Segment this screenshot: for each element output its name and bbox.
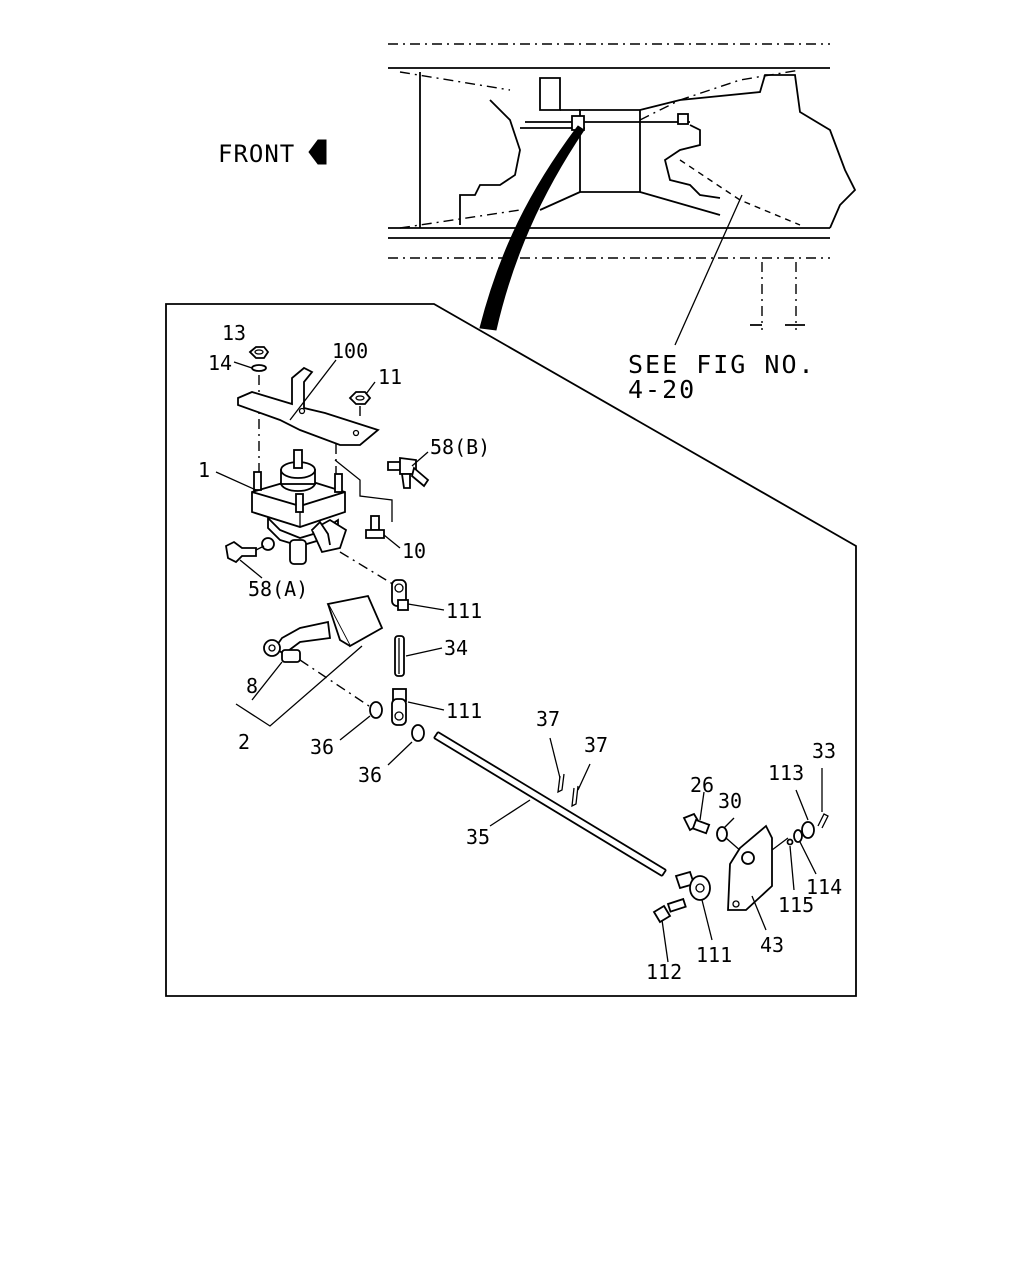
front-arrow-icon bbox=[308, 139, 327, 165]
callout-58a: 58(A) bbox=[248, 577, 308, 601]
part-58a-fitting bbox=[225, 540, 257, 564]
callouts: 13 14 100 11 58(B) 1 10 58(A) 111 34 8 1… bbox=[198, 321, 842, 984]
callout-37-b: 37 bbox=[584, 733, 608, 757]
part-36-washer-b bbox=[411, 724, 425, 742]
callout-114: 114 bbox=[806, 875, 842, 899]
detail-frame bbox=[165, 303, 857, 997]
part-100-bracket bbox=[237, 366, 380, 446]
part-111-right bbox=[674, 870, 711, 901]
callout-100: 100 bbox=[332, 339, 368, 363]
part-26-bolt bbox=[682, 812, 711, 835]
callout-35: 35 bbox=[466, 825, 490, 849]
part-35-rod bbox=[433, 731, 667, 877]
leader-lines bbox=[215, 359, 823, 963]
part-111-upper bbox=[391, 579, 409, 611]
callout-115: 115 bbox=[778, 893, 814, 917]
callout-37-a: 37 bbox=[536, 707, 560, 731]
frame-overview bbox=[388, 43, 857, 346]
see-figure-line1: SEE FIG NO. bbox=[628, 350, 816, 379]
part-58b-fitting bbox=[387, 456, 430, 489]
callout-30: 30 bbox=[718, 789, 742, 813]
part-36-washer-a bbox=[369, 701, 383, 719]
callout-111-upper: 111 bbox=[446, 599, 482, 623]
part-111-lower bbox=[391, 688, 407, 726]
part-2-lever-assembly bbox=[263, 594, 384, 663]
part-37-pin-a bbox=[557, 773, 565, 794]
part-14-washer bbox=[251, 364, 267, 372]
part-1-valve bbox=[251, 449, 348, 565]
part-112-bolt bbox=[652, 897, 687, 924]
part-43-bracket bbox=[727, 824, 773, 911]
callout-113: 113 bbox=[768, 761, 804, 785]
callout-33: 33 bbox=[812, 739, 836, 763]
part-10-bolt bbox=[365, 515, 385, 539]
callout-13: 13 bbox=[222, 321, 246, 345]
callout-111-right: 111 bbox=[696, 943, 732, 967]
callout-2: 2 bbox=[238, 730, 250, 754]
part-113-nut bbox=[801, 821, 815, 839]
callout-8: 8 bbox=[246, 674, 258, 698]
parts bbox=[225, 346, 829, 924]
callout-58b: 58(B) bbox=[430, 435, 490, 459]
part-30-washer bbox=[716, 826, 728, 842]
callout-1: 1 bbox=[198, 458, 210, 482]
part-37-pin-b bbox=[571, 785, 579, 808]
part-114-washer bbox=[793, 829, 803, 843]
callout-26: 26 bbox=[690, 773, 714, 797]
callout-36-a: 36 bbox=[310, 735, 334, 759]
front-label: FRONT bbox=[218, 140, 295, 168]
see-figure-line2: 4-20 bbox=[628, 375, 696, 404]
callout-10: 10 bbox=[402, 539, 426, 563]
callout-43: 43 bbox=[760, 933, 784, 957]
callout-112: 112 bbox=[646, 960, 682, 984]
part-13-nut bbox=[248, 346, 270, 359]
part-11-nut bbox=[348, 391, 372, 405]
callout-14: 14 bbox=[208, 351, 232, 375]
callout-34: 34 bbox=[444, 636, 468, 660]
part-34-rod bbox=[394, 635, 405, 677]
part-115-pin bbox=[786, 838, 794, 846]
callout-111-lower: 111 bbox=[446, 699, 482, 723]
part-33-cotter bbox=[817, 813, 829, 829]
callout-11: 11 bbox=[378, 365, 402, 389]
callout-36-b: 36 bbox=[358, 763, 382, 787]
